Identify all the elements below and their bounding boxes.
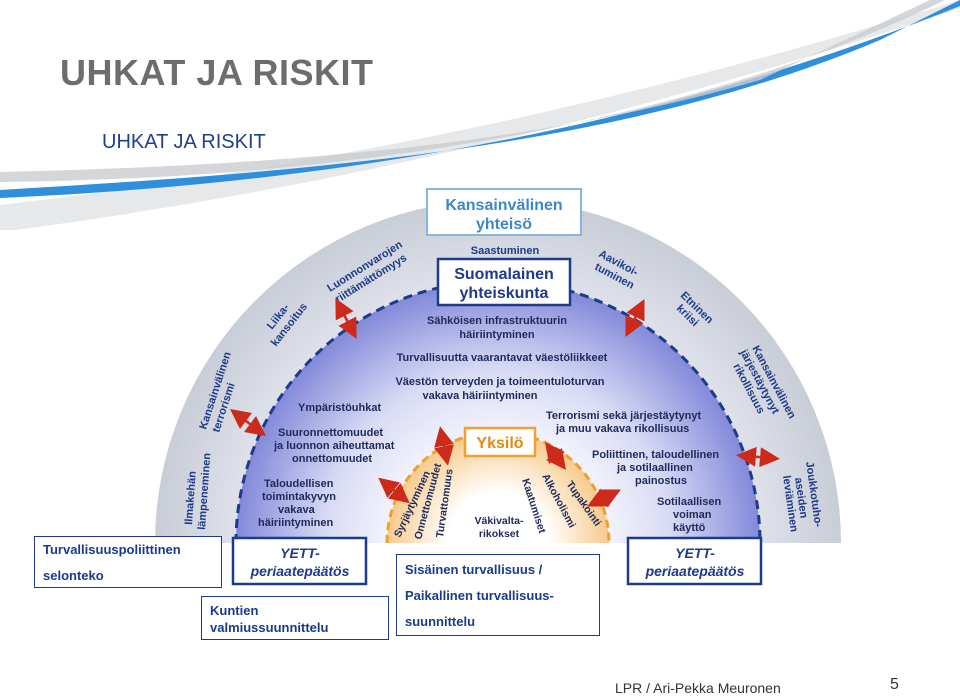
threat-sahko: Sähköisen infrastruktuurin (427, 315, 567, 327)
level-outer-box (426, 188, 582, 236)
level-outer-label: Kansainvälinen (445, 197, 562, 214)
level-inner-label: Yksilö (476, 435, 523, 452)
sisainen-box: Sisäinen turvallisuus / Paikallinen turv… (396, 554, 600, 636)
footer-text: LPR / Ari-Pekka Meuronen (615, 680, 781, 696)
threat-suuronnettomuudet: Suuronnettomuudet (278, 427, 383, 439)
svg-text:rikokset: rikokset (479, 528, 520, 540)
middle-ring (236, 281, 760, 543)
sisainen-line3: suunnittelu (405, 614, 476, 629)
svg-text:yhteisö: yhteisö (476, 216, 532, 233)
svg-text:periaatepäätös: periaatepäätös (645, 563, 745, 579)
svg-text:ja muu vakava rikollisuus: ja muu vakava rikollisuus (555, 423, 689, 435)
header-swoosh (0, 0, 960, 230)
selonteko-line2: selonteko (43, 568, 104, 583)
arrow-inner-far (587, 488, 621, 508)
slide-subtitle: UHKAT JA RISKIT (102, 131, 266, 153)
threat-vaesto: Turvallisuutta vaarantavat väestöliikkee… (397, 352, 608, 364)
arrow-inner-top (434, 426, 454, 466)
threat-sotilaallinen: Sotilaallisen (657, 496, 721, 508)
arrow-right-top (625, 299, 645, 337)
threat-terveys: Väestön terveyden ja toimeentuloturvan (395, 376, 604, 388)
svg-text:vakava häiriintyminen: vakava häiriintyminen (423, 390, 538, 402)
svg-text:painostus: painostus (635, 475, 687, 487)
kuntien-box: Kuntien valmiussuunnittelu (201, 596, 389, 640)
svg-text:vakava: vakava (278, 504, 316, 516)
svg-text:häiriintyminen: häiriintyminen (459, 329, 534, 341)
arrow-left-top (335, 298, 357, 339)
svg-text:voiman: voiman (673, 509, 712, 521)
svg-text:lämpeneminen: lämpeneminen (196, 452, 213, 530)
level-middle-label: Suomalainen (454, 266, 554, 283)
svg-text:toimintakyvyn: toimintakyvyn (262, 491, 336, 503)
svg-text:yhteiskunta: yhteiskunta (460, 285, 549, 302)
arrow-left-mid (230, 409, 266, 436)
kuntien-line2: valmiussuunnittelu (210, 620, 329, 635)
svg-text:ja luonnon aiheuttamat: ja luonnon aiheuttamat (273, 440, 395, 452)
threat-taloudellinen: Taloudellisen (264, 478, 334, 490)
threat-terrorismi: Terrorismi sekä järjestäytynyt (546, 410, 701, 422)
page-number: 5 (890, 676, 899, 693)
yett-box-right: YETT- periaatepäätös (626, 536, 763, 586)
threat-ilmasto: Ilmakehän (183, 470, 199, 525)
svg-text:YETT-: YETT- (675, 545, 715, 561)
svg-text:periaatepäätös: periaatepäätös (250, 563, 350, 579)
svg-text:häiriintyminen: häiriintyminen (258, 517, 333, 529)
svg-text:käyttö: käyttö (673, 522, 706, 534)
threat-vakivalta: Väkivalta- (474, 515, 524, 527)
arrow-inner-right (545, 442, 566, 470)
sisainen-line2: Paikallinen turvallisuus- (405, 588, 554, 603)
svg-text:ja sotilaallinen: ja sotilaallinen (616, 462, 693, 474)
threat-ymparisto: Ympäristöuhkat (298, 402, 381, 414)
level-middle-box (436, 257, 572, 307)
arrow-left-low (378, 477, 410, 504)
level-inner-box (463, 426, 537, 458)
threat-saastuminen: Saastuminen (471, 245, 540, 257)
svg-text:onnettomuudet: onnettomuudet (292, 453, 372, 465)
threat-poliittinen: Poliittinen, taloudellinen (592, 449, 719, 461)
sisainen-line1: Sisäinen turvallisuus / (405, 562, 543, 577)
svg-text:YETT-: YETT- (280, 545, 320, 561)
slide-title: UHKAT JA RISKIT (60, 52, 374, 93)
svg-text:aseiden: aseiden (792, 477, 810, 520)
arrow-right-mid (736, 446, 780, 468)
kuntien-line1: Kuntien (210, 603, 259, 618)
selonteko-line1: Turvallisuuspoliittinen (43, 542, 181, 557)
yett-box-left: YETT- periaatepäätös (231, 536, 368, 586)
selonteko-box: Turvallisuuspoliittinen selonteko (34, 536, 222, 588)
